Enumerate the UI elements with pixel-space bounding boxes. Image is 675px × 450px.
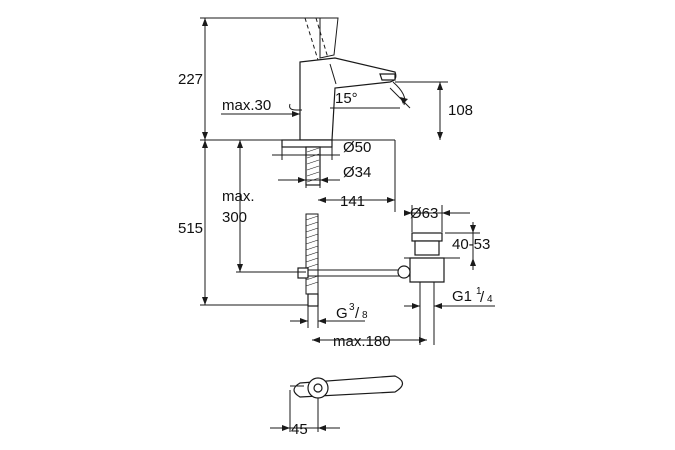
dim-max-300-line2: 300 — [222, 209, 247, 226]
dim-141: 141 — [340, 193, 365, 210]
plan-view — [289, 375, 404, 432]
dim-40-53: 40-53 — [452, 236, 490, 253]
dim-g-numerator: 3 — [349, 302, 355, 313]
supply-hoses — [305, 213, 319, 328]
dimension-labels: 227 515 max.30 15° 108 Ø50 Ø34 max. 300 … — [178, 71, 493, 438]
dim-dia-63: Ø63 — [410, 205, 438, 222]
dim-g-denominator: 8 — [362, 310, 368, 321]
dim-g1: G1 — [452, 288, 472, 305]
dim-max-300-line1: max. — [222, 188, 255, 205]
dim-dia-34: Ø34 — [343, 164, 371, 181]
waste-valve — [397, 232, 460, 345]
popup-rod — [297, 267, 410, 279]
dim-108: 108 — [448, 102, 473, 119]
dim-227: 227 — [178, 71, 203, 88]
svg-text:/: / — [355, 305, 360, 322]
dim-g: G — [336, 305, 348, 322]
dim-45: 45 — [291, 421, 308, 438]
dim-g1-denominator: 4 — [487, 294, 493, 305]
height-reference-lines — [200, 17, 395, 306]
faucet-body — [281, 17, 408, 186]
svg-text:/: / — [480, 289, 485, 306]
dim-max-30: max.30 — [222, 97, 271, 114]
dimension-lines — [221, 81, 495, 431]
dim-g1-numerator: 1 — [476, 286, 482, 297]
dim-max-180: max.180 — [333, 333, 391, 350]
dim-15-degree: 15° — [335, 90, 358, 107]
dim-dia-50: Ø50 — [343, 139, 371, 156]
dim-515: 515 — [178, 220, 203, 237]
